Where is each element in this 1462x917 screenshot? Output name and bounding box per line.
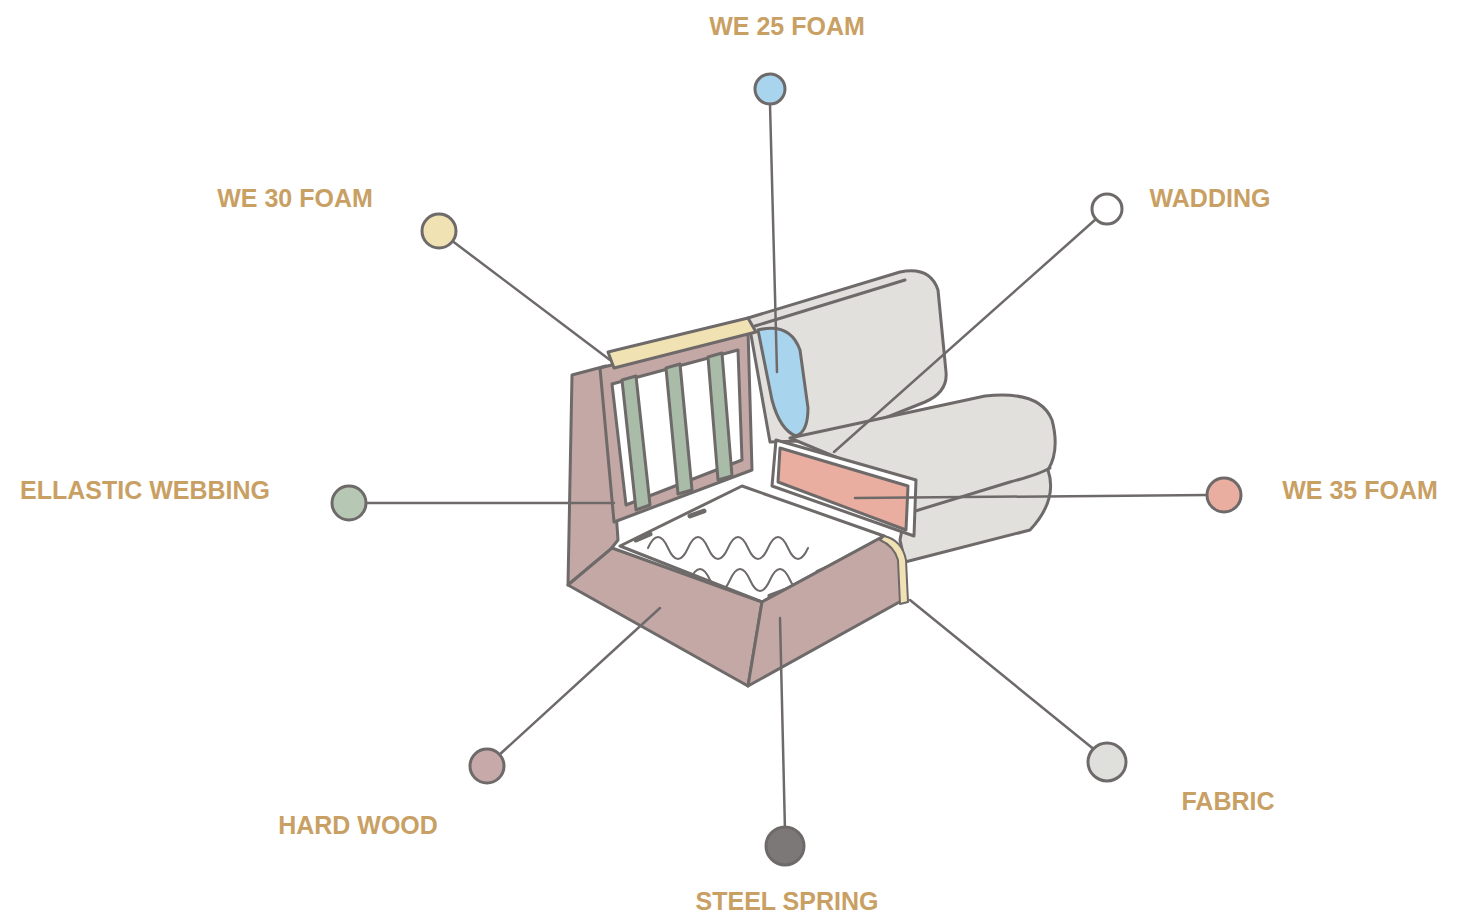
spring-clip [690,511,704,516]
steel-spring [648,537,808,559]
part-label: WADDING [1150,186,1271,211]
leader-line [364,502,614,505]
webbing [708,353,732,480]
part-label: FABRIC [1181,789,1274,814]
leader-line [451,240,610,360]
part-label: ELLASTIC WEBBING [20,478,270,503]
leader-line [855,495,1208,498]
webbing [622,376,650,510]
callout-dot [332,486,366,520]
wadding [772,440,916,536]
callout-dot [1088,743,1126,781]
foam-we35 [778,448,908,530]
callout-dot [1092,194,1122,224]
fabric-strip [880,536,908,604]
leader-line [910,600,1096,751]
callout-dot [766,827,804,865]
back-cushion-seam [755,280,905,326]
seat-cushion-seam [912,468,1050,512]
part-label: WE 25 FOAM [709,14,865,39]
foam-we30 [608,318,756,368]
callout-dot [422,214,456,248]
webbing [666,364,692,494]
front-rail [748,536,903,686]
callout-dot [755,74,785,104]
callout-dot [470,749,504,783]
leader-line [834,219,1096,452]
part-label: HARD WOOD [278,813,438,838]
spring-clip [636,534,650,540]
part-label: WE 35 FOAM [1282,478,1438,503]
part-label: STEEL SPRING [696,888,879,913]
leader-line [498,608,660,756]
leader-line [780,618,785,831]
foam-we25 [758,328,808,436]
leader-line [770,104,777,372]
part-label: WE 30 FOAM [217,186,373,211]
callout-dot [1207,478,1241,512]
